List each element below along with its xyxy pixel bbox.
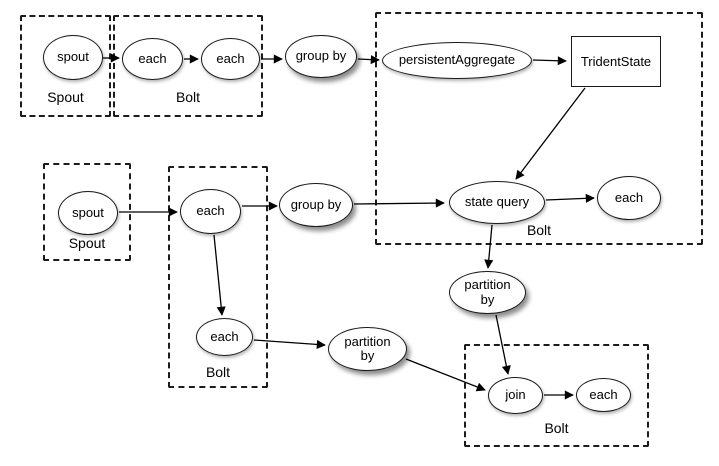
group-box-spout-top: Spout: [20, 15, 111, 117]
node-label: each: [210, 328, 239, 344]
node-label: group by: [290, 196, 342, 212]
node-each-6: each: [576, 378, 631, 412]
group-box-bolt-bottom: Bolt: [464, 344, 649, 447]
node-join: join: [488, 377, 543, 414]
node-label: group by: [295, 48, 347, 64]
node-each-1: each: [122, 38, 183, 80]
node-each-4: each: [196, 318, 253, 356]
node-trident-state: TridentState: [571, 36, 661, 87]
node-group-by-2: group by: [279, 183, 353, 227]
group-label: Bolt: [544, 420, 569, 436]
node-partition-by-1: partition by: [328, 327, 407, 371]
group-box-bolt-mid: Bolt: [168, 166, 268, 388]
group-label: Bolt: [526, 222, 552, 238]
node-spout-1: spout: [43, 35, 103, 80]
group-label: Bolt: [205, 364, 231, 380]
group-box-bolt-main: Bolt: [375, 12, 703, 245]
node-label: state query: [464, 194, 530, 210]
group-box-bolt-top: Bolt: [113, 15, 263, 117]
node-persistent-aggregate: persistentAggregate: [382, 42, 532, 79]
node-label: each: [614, 189, 644, 205]
node-label: each: [589, 386, 618, 402]
node-group-by-1: group by: [285, 35, 357, 78]
node-label: partition by: [464, 277, 511, 307]
node-label: each: [196, 203, 225, 219]
node-each-5: each: [597, 176, 661, 220]
node-each-3: each: [180, 189, 241, 234]
node-label: spout: [72, 204, 104, 220]
node-label: each: [216, 50, 245, 66]
node-label: each: [138, 50, 167, 66]
node-label: TridentState: [580, 54, 652, 69]
node-partition-by-2: partition by: [449, 271, 526, 314]
group-label: Spout: [47, 89, 84, 105]
group-label: Spout: [68, 235, 106, 251]
group-label: Bolt: [175, 89, 201, 105]
node-label: join: [505, 387, 526, 403]
node-label: spout: [57, 49, 89, 65]
node-state-query: state query: [449, 181, 545, 224]
node-spout-2: spout: [58, 191, 118, 235]
node-label: persistentAggregate: [398, 52, 516, 68]
node-each-2: each: [201, 38, 260, 80]
node-label: partition by: [344, 333, 391, 363]
